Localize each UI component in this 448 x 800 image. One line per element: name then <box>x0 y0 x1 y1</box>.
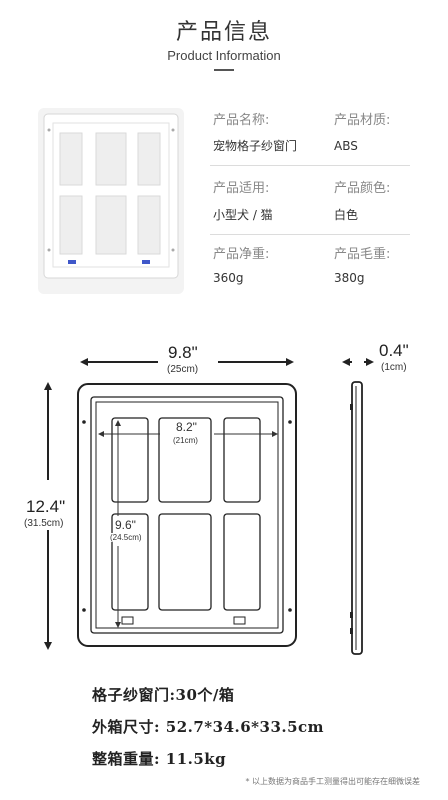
spec-value-suitable: 小型犬 / 猫 <box>213 208 273 222</box>
depth-inches: 0.4" <box>379 341 409 360</box>
grid-pane <box>111 513 149 611</box>
measurement-disclaimer: * 以上数据为商品手工测量得出可能存在细微误差 <box>245 777 420 786</box>
spec-divider <box>210 234 410 235</box>
height-cm: (31.5cm) <box>24 518 64 529</box>
spec-label-net-weight: 产品净重: <box>213 247 270 262</box>
height-inches: 12.4" <box>26 497 66 516</box>
grid-pane <box>111 417 149 503</box>
spec-value-name: 宠物格子纱窗门 <box>213 139 298 153</box>
spec-divider <box>210 165 410 166</box>
lock-latch <box>233 616 246 625</box>
packing-box-weight: 整箱重量: 11.5kg <box>92 750 227 768</box>
spec-value-gross-weight: 380g <box>334 271 365 285</box>
grid-pane <box>158 417 212 503</box>
grid-pane <box>158 513 212 611</box>
inner-width-cm: (21cm) <box>173 436 198 445</box>
product-photo <box>38 108 184 294</box>
product-illustration <box>43 113 179 279</box>
grid-pane <box>223 417 261 503</box>
page-subtitle: Product Information <box>167 48 281 63</box>
title-divider <box>214 69 234 71</box>
inner-width-inches: 8.2" <box>176 420 197 434</box>
width-inches: 9.8" <box>168 343 198 362</box>
inner-height-inches: 9.6" <box>115 518 136 532</box>
spec-label-color: 产品颜色: <box>334 181 391 196</box>
spec-value-net-weight: 360g <box>213 271 244 285</box>
width-cm: (25cm) <box>167 364 199 375</box>
door-panel <box>95 401 279 629</box>
spec-value-color: 白色 <box>334 208 359 222</box>
screw-hole <box>288 608 292 612</box>
lock-badge-left <box>68 260 76 264</box>
grid-pane <box>223 513 261 611</box>
spec-label-material: 产品材质: <box>334 113 391 128</box>
lock-badge-right <box>142 260 150 264</box>
page-title: 产品信息 <box>175 20 272 45</box>
inner-height-cm: (24.5cm) <box>110 533 142 542</box>
side-profile-clip <box>350 612 353 618</box>
side-profile-clip <box>350 628 353 634</box>
screw-hole <box>288 420 292 424</box>
screw-hole <box>82 420 86 424</box>
spec-label-name: 产品名称: <box>213 113 270 128</box>
lock-latch <box>121 616 134 625</box>
spec-label-gross-weight: 产品毛重: <box>334 247 391 262</box>
door-outer-frame <box>77 383 297 647</box>
depth-cm: (1cm) <box>381 362 407 373</box>
spec-label-suitable: 产品适用: <box>213 181 270 196</box>
screw-hole <box>82 608 86 612</box>
packing-box-size: 外箱尺寸: 52.7*34.6*33.5cm <box>92 718 325 736</box>
side-profile <box>351 381 363 655</box>
packing-quantity: 格子纱窗门:30个/箱 <box>92 686 235 704</box>
side-profile-clip <box>350 404 353 410</box>
door-inner-frame <box>90 396 284 634</box>
spec-value-material: ABS <box>334 139 358 153</box>
